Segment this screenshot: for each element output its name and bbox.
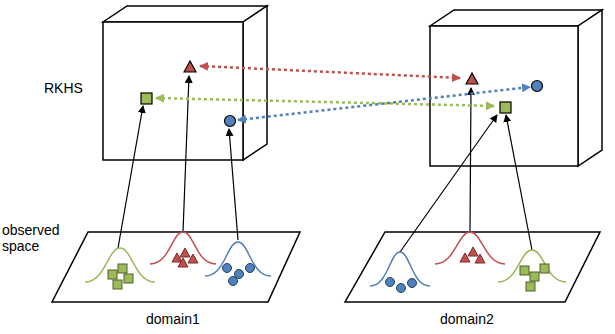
correspondence-arrow [156,98,494,106]
square-sample [108,264,549,291]
domain-label: domain1 [146,311,236,327]
embedded-point [500,102,511,113]
region-label: RKHS [44,80,94,96]
embedded-point [141,93,152,104]
embedded-point [466,73,478,84]
distribution [85,232,566,286]
observed-plane [345,232,600,302]
correspondence-arrow [200,66,460,78]
triangle-sample [172,247,485,267]
embedded-point [225,116,236,127]
rkhs-cube [103,6,267,160]
domain-label: domain2 [440,311,530,327]
circle-sample [223,264,417,293]
embedded-point [532,81,543,92]
observed-plane [52,232,300,302]
rkhs-cube [430,10,602,166]
embedded-point [184,61,196,72]
correspondence-arrow [238,87,530,120]
region-label: observed space [2,222,72,254]
mapping-arrow [118,76,532,252]
